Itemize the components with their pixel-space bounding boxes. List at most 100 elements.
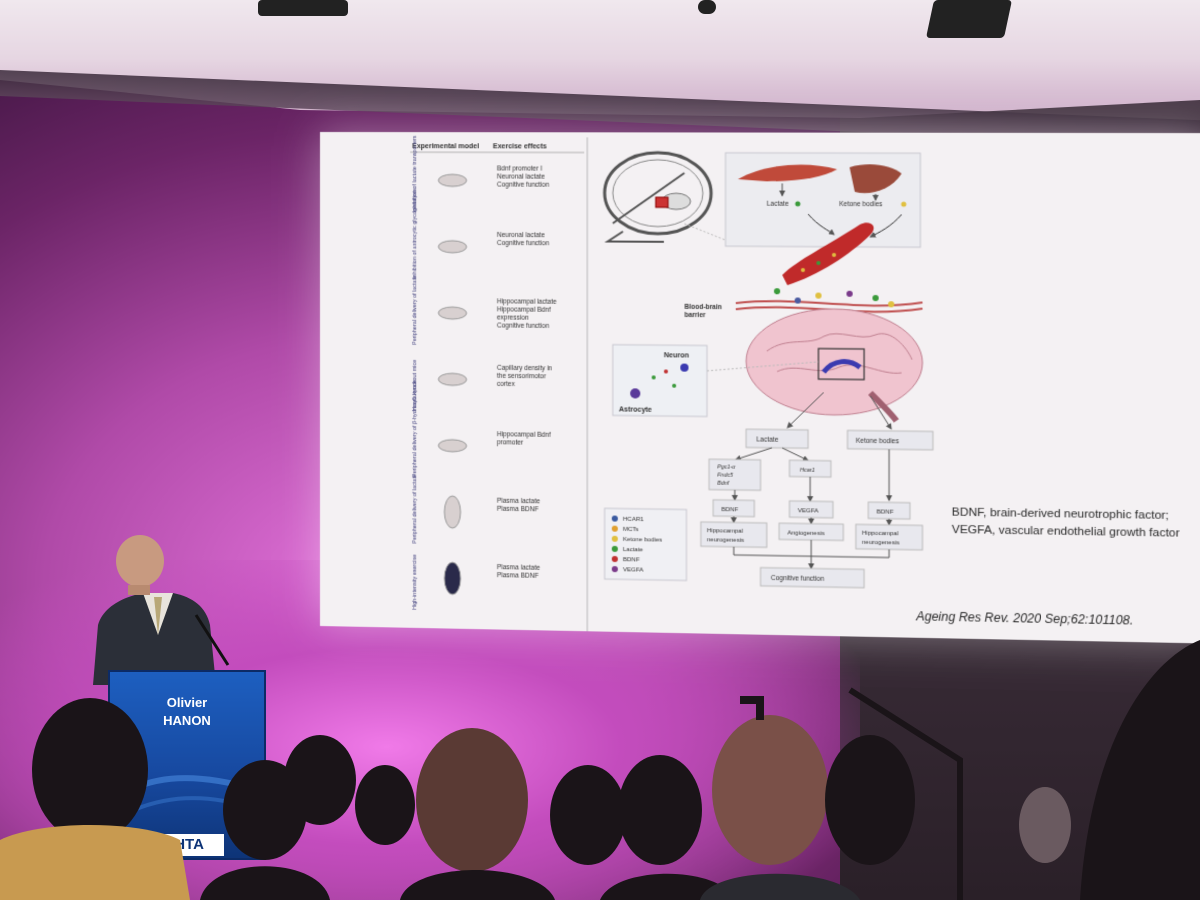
node-neurogenesis: Hippocampal (862, 531, 898, 538)
blood-brain-barrier: Blood-brain barrier (684, 288, 922, 319)
audience-head (284, 735, 356, 825)
inset-label-astrocyte: Astrocyte (619, 406, 652, 413)
audience-shoulders (400, 870, 555, 900)
node-bdnf: BDNF (877, 509, 894, 515)
node-gene: Fndc5 (717, 472, 734, 478)
model-label: Hcar1 knockout mice (412, 360, 418, 412)
speaker-jacket (93, 593, 216, 685)
experimental-model-row: Inhibition of lactate transporters Bdnf p… (412, 135, 550, 212)
experimental-model-row: Inhibition of astrocytic glycogenolysis N… (412, 188, 549, 279)
model-effect: Cognitive function (497, 240, 550, 247)
mouse-icon (438, 373, 466, 385)
podium-nameplate: Olivier HANON (110, 694, 264, 730)
audience-head (550, 765, 626, 865)
model-label: High-intensity exercise (412, 554, 418, 610)
model-effect: Plasma lactate (497, 564, 541, 572)
legend-label: HCAR1 (623, 517, 644, 523)
model-effect: Hippocampal lactate (497, 298, 557, 306)
slide-figure: Experimental model Exercise effects Inhi… (320, 132, 1200, 644)
node-neurogenesis: neurogenesis (862, 540, 899, 547)
model-effect: Neuronal lactate (497, 232, 545, 239)
node-neurogenesis: Hippocampal (707, 528, 743, 535)
audience-shoulders (0, 825, 190, 900)
model-effect: Cognitive function (497, 182, 550, 189)
speaker-head (116, 535, 164, 587)
audience-head (32, 698, 148, 842)
figure-header-effects: Exercise effects (493, 143, 547, 150)
legend-label: BDNF (623, 557, 640, 563)
model-effect: the sensorimotor (497, 373, 547, 381)
mouse-icon (438, 241, 466, 253)
node-gene: Pgc1-α (717, 464, 736, 470)
organ-label-ketone: Ketone bodies (839, 201, 883, 208)
node-gene: Bdnf (717, 481, 729, 487)
legend-label: MCTs (623, 527, 639, 533)
ceiling-light (925, 0, 1013, 38)
model-label: Inhibition of lactate transporters (412, 135, 418, 212)
node-angiogenesis: Angiogenesis (787, 530, 824, 537)
model-effect: Neuronal lactate (497, 173, 545, 180)
model-effect: cortex (497, 381, 516, 388)
experimental-model-row: Peripheral delivery of lactate Plasma lac… (412, 474, 541, 544)
organ-label-lactate: Lactate (767, 201, 789, 208)
audience (0, 640, 1200, 900)
experimental-model-row: Peripheral delivery of lactate Hippocampa… (412, 275, 557, 345)
audience-head (1080, 640, 1200, 900)
node-cognitive: Cognitive function (771, 575, 825, 583)
projection-screen: Experimental model Exercise effects Inhi… (320, 132, 1200, 644)
audience-head (825, 735, 915, 865)
audience-head (1019, 787, 1071, 863)
human-icon (444, 562, 460, 594)
figure-header-model: Experimental model (412, 143, 479, 150)
audience-shoulders (700, 873, 860, 900)
neuron-astrocyte-inset: Neuron Astrocyte (613, 345, 819, 418)
audience-head (712, 715, 828, 865)
audience-head (416, 728, 528, 872)
model-label: Peripheral delivery of lactate (412, 474, 418, 544)
speaker-tie (154, 597, 162, 635)
audience-head (355, 765, 415, 845)
speaker (93, 535, 230, 685)
model-effect: Cognitive function (497, 322, 550, 330)
node-hcar1: Hcar1 (800, 468, 815, 474)
model-effect: promoter (497, 439, 524, 446)
legend-label: Lactate (623, 547, 644, 553)
experimental-model-row: Peripheral delivery of β-hydroxybutyrate… (412, 380, 551, 478)
ceiling-camera (698, 0, 716, 14)
mouse-icon (438, 174, 466, 186)
model-label: Inhibition of astrocytic glycogenolysis (412, 188, 418, 279)
organs-panel: Lactate Ketone bodies (726, 153, 921, 286)
experimental-model-row: High-intensity exercise Plasma lactatePla… (412, 554, 541, 610)
human-icon (444, 496, 460, 528)
model-effect: Plasma lactate (497, 498, 541, 506)
model-effect: Hippocampal Bdnf (497, 431, 551, 439)
node-neurogenesis: neurogenesis (707, 537, 744, 544)
experimental-models: Inhibition of lactate transporters Bdnf p… (412, 135, 557, 610)
pathway-diagram: Lactate Ketone bodies Pgc1-α Fndc5 Bdnf … (701, 391, 933, 589)
mouse-icon (438, 440, 466, 452)
barrier-label: Blood-brain (684, 304, 721, 311)
speaker-last-name: HANON (163, 713, 211, 728)
exercise-wheel-illustration (605, 153, 712, 243)
model-effect: Plasma BDNF (497, 572, 539, 580)
node-vegfa: VEGFA (798, 508, 819, 514)
speaker-first-name: Olivier (166, 695, 208, 710)
node-bdnf: BDNF (721, 507, 738, 513)
node-lactate: Lactate (756, 436, 778, 443)
legend-label: VEGFA (623, 567, 643, 573)
model-label: Peripheral delivery of lactate (412, 275, 418, 345)
audience-shoulders (200, 866, 330, 900)
model-effect: Bdnf promoter I (497, 165, 543, 172)
model-effect: expression (497, 314, 529, 321)
brain-illustration (746, 308, 922, 421)
model-label: Peripheral delivery of β-hydroxybutyrate (412, 380, 418, 478)
barrier-label: barrier (684, 312, 706, 319)
model-effect: Plasma BDNF (497, 506, 539, 514)
inset-label-neuron: Neuron (664, 352, 689, 359)
mouse-icon (438, 307, 466, 319)
legend-label: Ketone bodies (623, 537, 662, 544)
node-ketone: Ketone bodies (856, 438, 900, 446)
model-effect: Hippocampal Bdnf (497, 306, 551, 313)
